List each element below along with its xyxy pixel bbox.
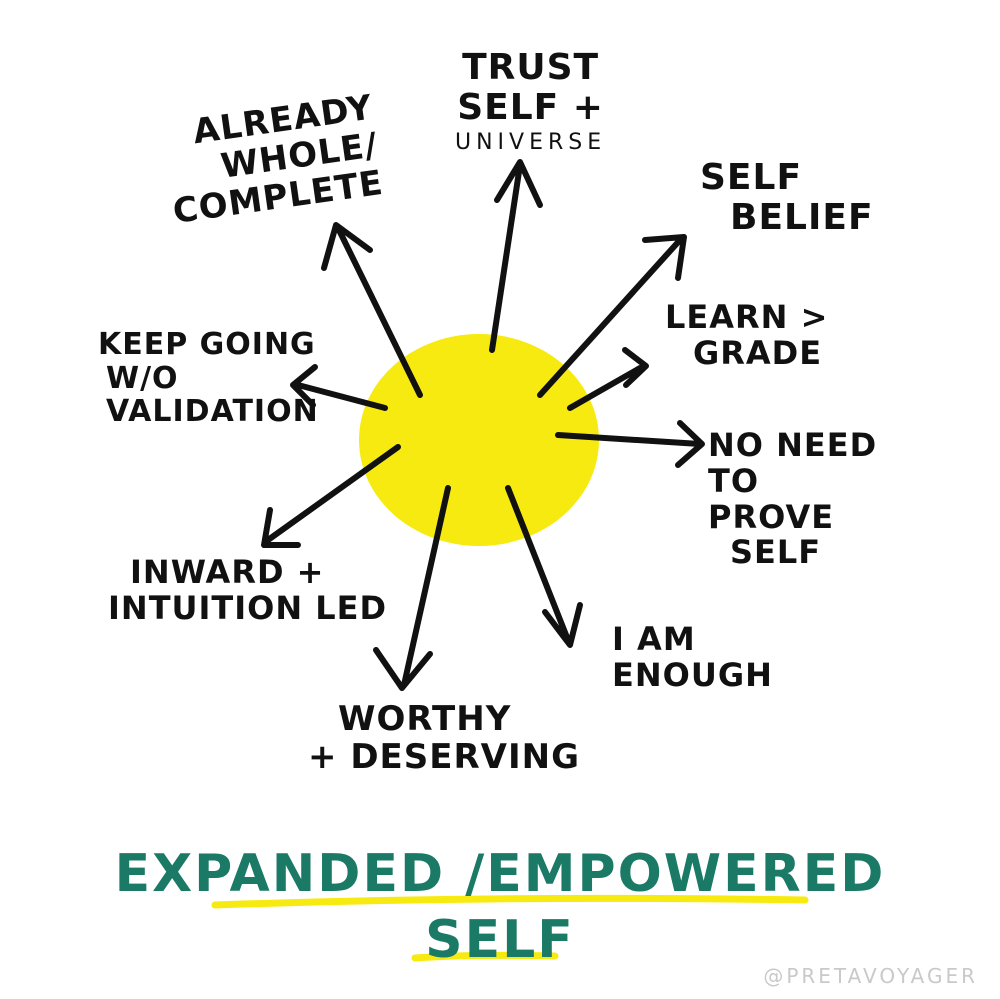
label-line: SELF <box>730 533 822 572</box>
label-line: TO <box>708 461 760 500</box>
label-self-belief: SELF BELIEF <box>700 157 874 239</box>
label-line: I AM <box>612 620 696 658</box>
label-line: TRUST <box>462 47 600 88</box>
label-line: KEEP GOING <box>98 327 316 362</box>
arrow-keep <box>290 364 388 411</box>
label-line: + DESERVING <box>308 737 580 778</box>
label-line: PROVE <box>708 497 835 536</box>
label-inward-intuition-led: INWARD + INTUITION LED <box>108 553 388 627</box>
title-line-1: EXPANDED /EMPOWERED <box>114 844 886 904</box>
arrow-worthy <box>373 485 451 691</box>
title-underline-2 <box>411 951 559 962</box>
arrow-inward <box>261 444 401 548</box>
label-line: SELF + <box>457 87 604 129</box>
page-title: EXPANDED /EMPOWERED SELF <box>0 844 1000 971</box>
arrow-need <box>555 420 705 468</box>
label-keep-going-without-validation: KEEP GOING W/O VALIDATION <box>98 328 319 429</box>
label-line: INWARD + <box>130 553 325 591</box>
title-line-2: SELF <box>425 909 575 970</box>
label-line: BELIEF <box>730 197 874 239</box>
label-line: W/O <box>106 360 179 396</box>
label-worthy-deserving: WORTHY + DESERVING <box>308 700 580 776</box>
label-line: VALIDATION <box>106 394 319 430</box>
label-trust-self-universe: TRUST SELF + UNIVERSE <box>455 47 607 155</box>
arrow-whole <box>321 222 423 398</box>
credit-handle: @PRETAVOYAGER <box>763 964 978 988</box>
label-no-need-to-prove-self: NO NEED TO PROVE SELF <box>708 426 878 572</box>
arrow-trust <box>489 159 543 353</box>
title-underline-1 <box>211 894 809 909</box>
label-learn-grade: LEARN > GRADE <box>665 298 829 372</box>
label-i-am-enough: I AM ENOUGH <box>612 620 773 694</box>
label-line: UNIVERSE <box>455 129 607 155</box>
arrow-enough <box>505 485 583 648</box>
label-line: GRADE <box>693 333 823 372</box>
label-line: WORTHY <box>338 699 512 739</box>
arrow-belief <box>537 234 687 398</box>
arrow-learn <box>567 347 649 411</box>
label-line: ENOUGH <box>612 655 773 694</box>
label-line: NO NEED <box>708 426 878 464</box>
label-line: INTUITION LED <box>108 588 388 627</box>
label-line: LEARN > <box>665 298 829 336</box>
label-line: SELF <box>700 157 803 198</box>
